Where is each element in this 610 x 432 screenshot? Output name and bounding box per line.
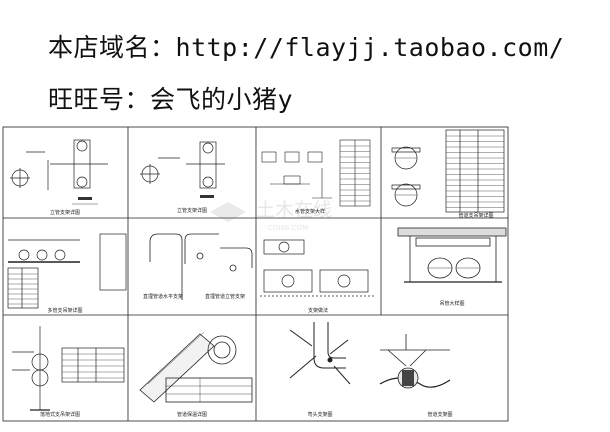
panel-title-12: 弯头支架图 xyxy=(307,411,332,418)
shop-domain-line: 本店域名：http://flayjj.taobao.com/ xyxy=(48,28,564,64)
wangwang-line: 旺旺号：会飞的小猪y xyxy=(48,80,293,116)
panel-title-1: 立管支架详图 xyxy=(50,209,80,216)
panel-support-details xyxy=(261,139,371,207)
sheet-grid xyxy=(2,126,509,422)
panel-title-7: 直埋管道立管支架 xyxy=(205,293,245,300)
panel-title-4: 管道支吊架详图 xyxy=(458,212,493,219)
panel-title-2: 立管支架详图 xyxy=(177,207,207,214)
wangwang-id: 会飞的小猪y xyxy=(150,85,294,114)
watermark: 土木在线 COI88.COM xyxy=(210,199,332,232)
panel-clamp-table-rows xyxy=(446,135,504,208)
panel-title-10: 落地式支吊架详图 xyxy=(40,411,80,418)
watermark-text: 土木在线 xyxy=(256,199,332,221)
outer-frame xyxy=(2,126,509,422)
panel-elbow-support xyxy=(289,322,351,385)
watermark-subtext: COI88.COM xyxy=(268,224,308,232)
panel-riser-support-1 xyxy=(10,139,108,205)
shop-label: 本店域名： xyxy=(48,33,176,62)
panel-title-13: 管道支架图 xyxy=(427,411,452,418)
panel-riser-support-2 xyxy=(140,141,225,198)
panel-trench-supports xyxy=(260,239,375,297)
panel-insulated-pipe xyxy=(139,331,253,403)
watermark-logo-icon xyxy=(210,202,246,222)
panel-floor-support xyxy=(12,326,125,411)
panel-hanger-frame xyxy=(397,227,507,283)
panel-buried-pipe xyxy=(149,233,253,300)
panel-pipe-clamps xyxy=(391,129,505,213)
panel-title-5: 多管支吊架详图 xyxy=(47,307,82,314)
panel-title-8: 支架做法 xyxy=(308,307,328,314)
panel-title-3: 水管支架大样 xyxy=(295,208,325,215)
shop-url: http://flayjj.taobao.com/ xyxy=(175,33,565,62)
panel-title-6: 直埋管道水平支架 xyxy=(143,293,183,300)
panel-title-9: 吊管大样图 xyxy=(439,300,464,307)
panel-rack-table-rows xyxy=(8,273,38,305)
panel-pipe-hanger xyxy=(379,334,451,389)
panel-multi-pipe-rack xyxy=(7,233,127,309)
panel-title-11: 管道保温详图 xyxy=(177,411,207,418)
panel-support-table-rows xyxy=(340,145,370,202)
wangwang-label: 旺旺号： xyxy=(48,85,151,114)
panel-floor-table-rows xyxy=(62,353,124,379)
